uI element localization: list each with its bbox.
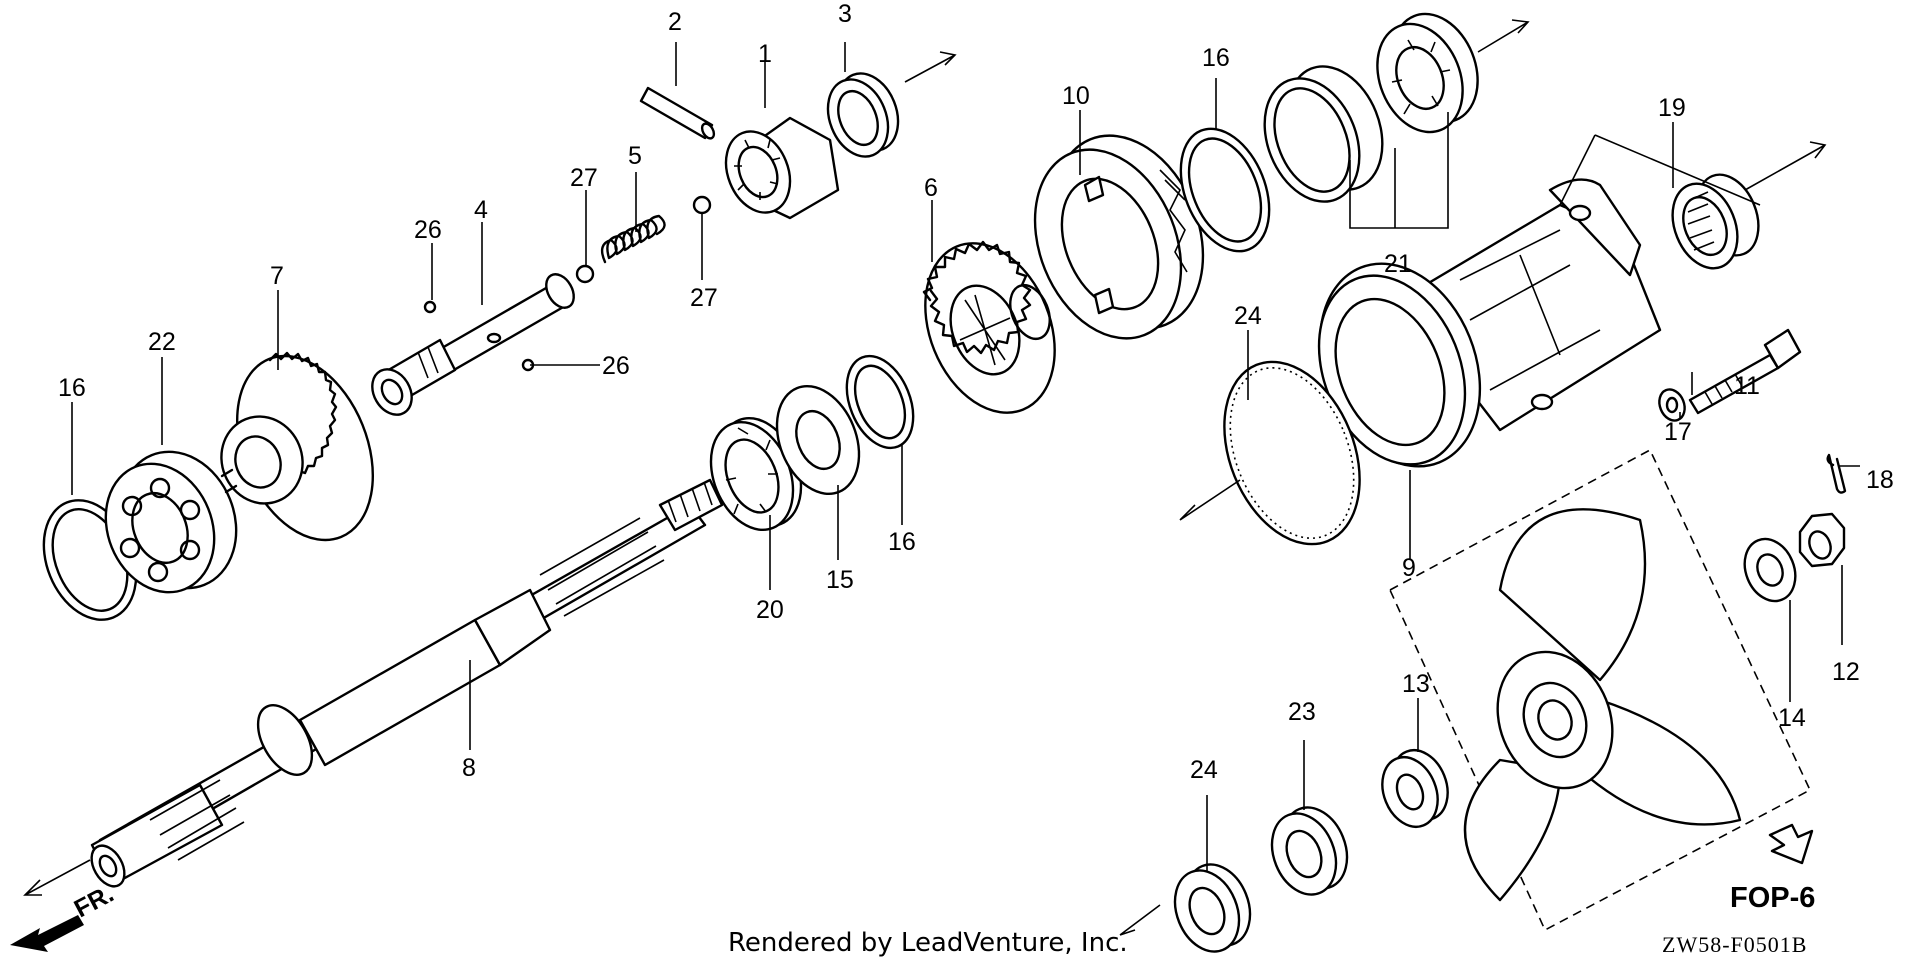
- callout-2: 2: [668, 8, 682, 36]
- callout-5: 5: [628, 142, 642, 170]
- part-7-gear: [220, 351, 375, 542]
- part-24-seal-lower: [1173, 863, 1252, 953]
- diagram-code: ZW58-F0501B: [1662, 932, 1808, 957]
- part-12-nut: [1798, 512, 1846, 568]
- part-3-bushing: [826, 72, 900, 158]
- callout-12: 12: [1832, 658, 1860, 686]
- part-13-spacer: [1381, 749, 1449, 828]
- callout-24-upper: 23: [1288, 698, 1316, 726]
- part-16-ring-right: [1179, 127, 1271, 253]
- propeller-group: [1388, 448, 1812, 932]
- callout-27-lower: 27: [690, 284, 718, 312]
- footer-credit: Rendered by LeadVenture, Inc.: [728, 928, 1128, 958]
- part-15-washer: [775, 384, 861, 496]
- callout-20: 19: [1658, 94, 1686, 122]
- part-23-bearing: [104, 450, 238, 594]
- part-22-bearing-set: [1263, 12, 1479, 203]
- callout-14: 14: [1778, 704, 1806, 732]
- part-9-bearing-carrier: [1317, 178, 1662, 468]
- part-6-bevel-gear: [922, 240, 1056, 414]
- callout-25: 24: [1234, 302, 1262, 330]
- part-8-propeller-shaft: [90, 478, 724, 888]
- callout-15: 15: [826, 566, 854, 594]
- part-25-o-ring: [1223, 360, 1361, 546]
- callout-26-upper: 26: [414, 216, 442, 244]
- callout-24-lower: 24: [1190, 756, 1218, 784]
- axis-arrows: [23, 19, 1827, 936]
- callout-21: 20: [756, 596, 784, 624]
- front-arrow-icon: [10, 915, 84, 952]
- callout-7: 7: [270, 262, 284, 290]
- callout-27-upper: 27: [570, 164, 598, 192]
- part-18-washer: [1658, 388, 1686, 422]
- callout-9: 9: [1402, 554, 1416, 582]
- part-1-clutch: [724, 116, 840, 220]
- part-4-shift-plunger: [371, 273, 575, 416]
- callout-6: 6: [924, 174, 938, 202]
- callout-17: 16: [888, 528, 916, 556]
- callout-10: 10: [1062, 82, 1090, 110]
- callout-13: 13: [1402, 670, 1430, 698]
- part-24-seal-upper: [1270, 806, 1349, 896]
- callout-16-left: 16: [58, 374, 86, 402]
- callout-16-right: 16: [1202, 44, 1230, 72]
- callout-19: 18: [1866, 466, 1894, 494]
- part-2-pin: [639, 86, 716, 140]
- ref-arrow-icon: [1768, 823, 1814, 865]
- callout-11: 11: [1734, 372, 1760, 400]
- part-10-bearing-holder: [1033, 134, 1205, 340]
- callout-26-lower: 26: [602, 352, 630, 380]
- part-17-shim: [845, 354, 915, 450]
- part-20-needle-bearing: [1671, 173, 1760, 270]
- callout-1: 1: [758, 40, 772, 68]
- callout-18: 17: [1664, 418, 1692, 446]
- callout-4: 4: [474, 196, 488, 224]
- callout-labels: 2 1 3 5 27 27 4 26 26 7 22 16 6 8 20 15 …: [58, 0, 1894, 784]
- part-5-spring: [600, 214, 666, 264]
- part-11-bolt: [1688, 328, 1802, 415]
- callout-22: 21: [1384, 250, 1412, 278]
- callout-3: 3: [838, 0, 852, 28]
- reference-code: FOP-6: [1730, 882, 1816, 914]
- callout-23: 22: [148, 328, 176, 356]
- part-19-cotter-pin: [1826, 453, 1847, 494]
- part-14-washer: [1743, 537, 1797, 603]
- callout-8: 8: [462, 754, 476, 782]
- leader-lines: [71, 42, 1860, 872]
